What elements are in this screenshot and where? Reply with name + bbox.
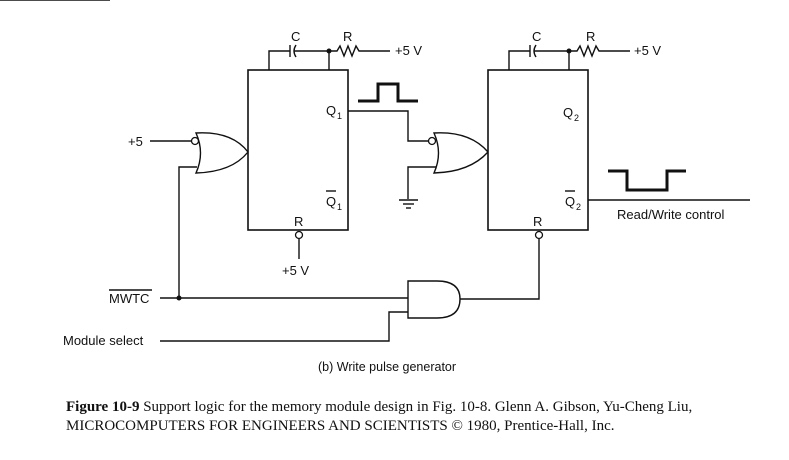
module-select-label: Module select <box>63 333 144 348</box>
reset-1-vcc-label: +5 V <box>282 263 309 278</box>
or1-input-label: +5 <box>128 134 143 149</box>
ground-icon <box>399 199 418 209</box>
capacitor-2-label: C <box>532 29 541 44</box>
and-gate <box>407 280 461 319</box>
negative-pulse-waveform <box>608 169 686 192</box>
reset-2-bubble <box>534 230 544 240</box>
or-gate-1 <box>194 132 249 174</box>
positive-pulse-waveform <box>358 82 418 103</box>
q1-bar-label: Q <box>326 194 336 209</box>
reset-1-label: R <box>294 214 303 229</box>
resistor-1-label: R <box>343 29 352 44</box>
figure-number: Figure 10-9 <box>66 399 140 415</box>
mwtc-label: MWTC <box>109 291 149 306</box>
rc-network-1: C R +5 V <box>268 29 422 70</box>
write-pulse-generator-diagram: C R +5 V Q 1 Q 1 R +5 V +5 C R +5 V <box>0 0 750 374</box>
read-write-control-label: Read/Write control <box>617 207 725 222</box>
q2-subscript: 2 <box>574 113 579 123</box>
one-shot-1-box <box>247 69 349 231</box>
resistor-2-label: R <box>586 29 595 44</box>
q1-label: Q <box>326 103 336 118</box>
q2-bar-label: Q <box>565 194 575 209</box>
caption-text: Support logic for the memory module desi… <box>66 399 693 434</box>
reset-1-bubble <box>294 230 304 240</box>
q2-bar-subscript: 2 <box>576 202 581 212</box>
q1-subscript: 1 <box>337 111 342 121</box>
or-gate-2 <box>432 132 489 174</box>
q1-bar-subscript: 1 <box>337 202 342 212</box>
q2-label: Q <box>563 105 573 120</box>
rc-network-2: C R +5 V <box>508 29 661 70</box>
resistor-2 <box>569 44 630 58</box>
capacitor-1-label: C <box>291 29 300 44</box>
one-shot-2-box <box>487 69 589 231</box>
reset-2-label: R <box>533 214 542 229</box>
junction-dot <box>176 295 182 301</box>
figure-caption: Figure 10-9 Support logic for the memory… <box>66 398 746 436</box>
diagram-subtitle: (b) Write pulse generator <box>318 360 456 374</box>
module-select-line <box>160 311 408 342</box>
resistor-1 <box>329 44 390 58</box>
vcc-1-label: +5 V <box>395 43 422 58</box>
or2-input-bubble <box>427 136 437 146</box>
vcc-2-label: +5 V <box>634 43 661 58</box>
